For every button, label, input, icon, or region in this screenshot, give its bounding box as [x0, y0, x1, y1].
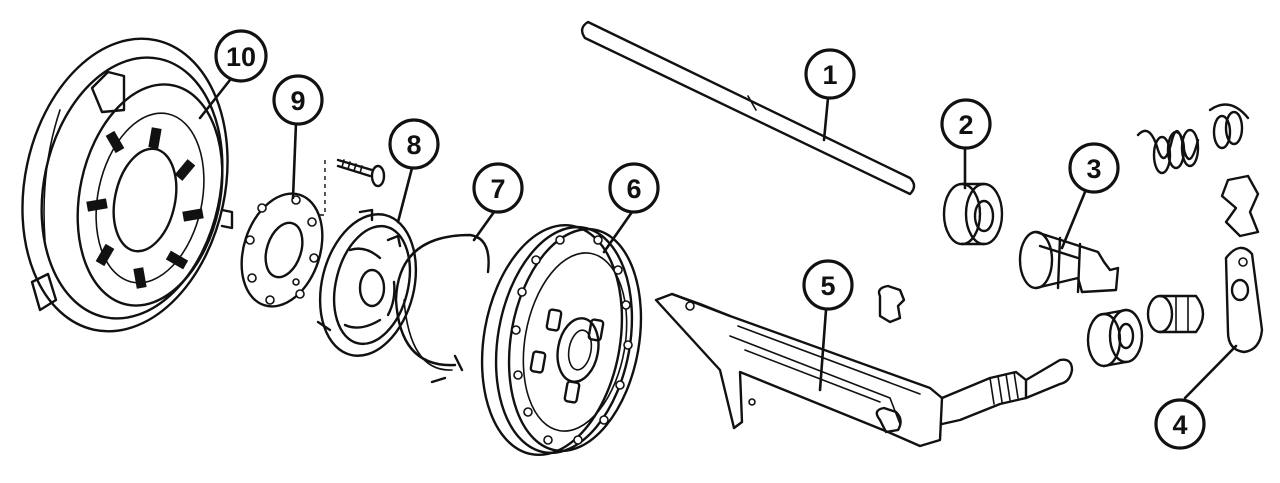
leader-6 [602, 210, 634, 254]
leader-1 [822, 96, 830, 142]
leader-10 [198, 78, 232, 120]
part-1-rod [580, 20, 916, 196]
leader-3 [1060, 190, 1087, 250]
leader-9 [291, 121, 298, 200]
part-9-plate [240, 192, 324, 308]
damper-springs [529, 308, 605, 404]
leader-4 [1183, 344, 1238, 400]
callout-2: 2 [940, 98, 992, 150]
callout-3: 3 [1068, 142, 1120, 194]
callout-10-label: 10 [226, 42, 256, 72]
leader-8 [396, 166, 414, 224]
callout-6: 6 [608, 162, 660, 214]
part-8-spring-disc [316, 208, 418, 357]
callout-7-label: 7 [490, 174, 505, 204]
part-2-bush [942, 182, 1004, 246]
leader-7 [472, 210, 496, 242]
callout-9: 9 [272, 74, 324, 126]
return-springs [1136, 103, 1250, 175]
part-5-release-fork [654, 292, 1074, 448]
part-7-wire-ring [394, 233, 490, 384]
callout-5-label: 5 [820, 271, 835, 301]
part-3-sleeve [1018, 230, 1120, 294]
callout-8-label: 8 [406, 130, 421, 160]
callout-2-label: 2 [958, 110, 973, 140]
callout-7: 7 [472, 162, 524, 214]
alignment-dashed-line [318, 160, 326, 216]
callout-8: 8 [388, 118, 440, 170]
callout-9-label: 9 [290, 86, 305, 116]
leader-5 [818, 308, 828, 392]
callout-6-label: 6 [626, 174, 641, 204]
callout-1-label: 1 [822, 60, 837, 90]
clip-center [877, 284, 906, 324]
callout-leaders [198, 78, 1238, 400]
callout-3-label: 3 [1086, 154, 1101, 184]
bolt [336, 158, 386, 188]
callout-10: 10 [214, 29, 268, 83]
disc-rivet-holes [511, 235, 633, 445]
part-6-clutch-disc [480, 223, 643, 457]
callout-1: 1 [804, 48, 856, 100]
release-bearing [1086, 294, 1205, 368]
part-10-pressure-plate [21, 37, 234, 333]
callout-4-label: 4 [1172, 410, 1187, 440]
part-4-lever [1224, 246, 1264, 354]
callout-5: 5 [802, 259, 854, 311]
clip-fork [1220, 174, 1260, 238]
callout-4: 4 [1154, 398, 1206, 450]
